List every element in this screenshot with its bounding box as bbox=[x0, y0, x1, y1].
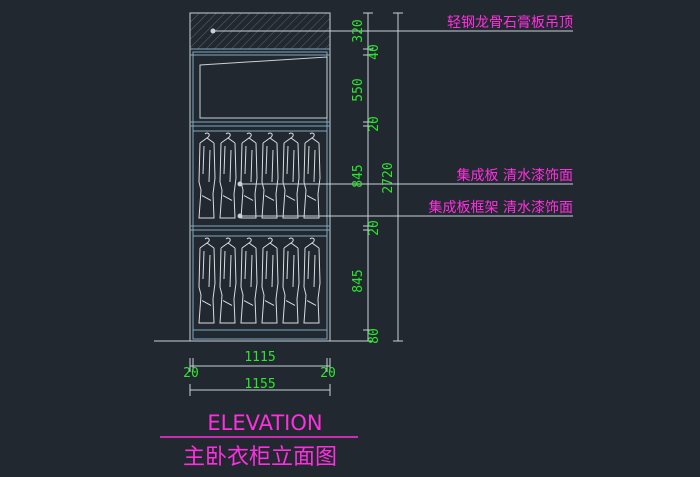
dim-side-right: 20 bbox=[320, 366, 336, 381]
garment-stroke bbox=[304, 137, 320, 144]
garment-stroke bbox=[241, 137, 257, 144]
hanging-garment bbox=[282, 237, 300, 324]
dim-845-lower: 845 bbox=[351, 269, 366, 292]
garment-stroke bbox=[246, 237, 252, 244]
garment-stroke bbox=[222, 250, 233, 306]
hanging-garment bbox=[198, 237, 216, 324]
vertical-dimension-lines bbox=[363, 12, 403, 342]
garment-stroke bbox=[198, 247, 216, 324]
garment-stroke bbox=[220, 137, 236, 144]
garment-stroke bbox=[219, 142, 237, 219]
dim-20-upper: 20 bbox=[367, 116, 382, 132]
garment-stroke bbox=[198, 142, 216, 219]
garment-stroke bbox=[201, 250, 212, 306]
garment-stroke bbox=[261, 142, 279, 219]
wardrobe-inner bbox=[192, 51, 328, 340]
garment-stroke bbox=[303, 142, 321, 219]
garment-stroke bbox=[243, 250, 254, 306]
garment-stroke bbox=[282, 142, 300, 219]
garment-stroke bbox=[204, 237, 210, 244]
dim-320: 320 bbox=[351, 19, 366, 42]
hanging-garment bbox=[240, 237, 258, 324]
dim-845-upper: 845 bbox=[351, 164, 366, 187]
garment-stroke bbox=[306, 250, 317, 306]
hanging-garment bbox=[303, 237, 321, 324]
garment-stroke bbox=[222, 145, 233, 201]
note-panel: 集成板 清水漆饰面 bbox=[457, 167, 573, 184]
upper-storage-door bbox=[199, 56, 328, 119]
garment-stroke bbox=[264, 145, 275, 201]
garment-stroke bbox=[267, 237, 273, 244]
garments-lower bbox=[198, 237, 321, 324]
garment-stroke bbox=[285, 250, 296, 306]
garment-stroke bbox=[220, 242, 236, 249]
dim-total-height: 2720 bbox=[381, 162, 396, 193]
dim-side-left: 20 bbox=[183, 366, 199, 381]
garment-stroke bbox=[285, 145, 296, 201]
shelf-bands bbox=[190, 48, 330, 331]
hanging-garment bbox=[219, 237, 237, 324]
garment-stroke bbox=[304, 242, 320, 249]
garment-stroke bbox=[240, 247, 258, 324]
garment-stroke bbox=[204, 132, 210, 139]
hanging-garment bbox=[198, 132, 216, 219]
note-ceiling: 轻钢龙骨石膏板吊顶 bbox=[447, 14, 573, 31]
garment-stroke bbox=[309, 237, 315, 244]
dim-total-width: 1155 bbox=[244, 377, 275, 392]
dim-80: 80 bbox=[367, 328, 382, 344]
dim-550: 550 bbox=[351, 78, 366, 101]
garment-stroke bbox=[199, 242, 215, 249]
garment-stroke bbox=[267, 132, 273, 139]
title-english: ELEVATION bbox=[207, 411, 322, 435]
wardrobe-outline bbox=[189, 12, 331, 342]
dim-inner-width: 1115 bbox=[244, 350, 275, 365]
garment-stroke bbox=[241, 242, 257, 249]
garment-stroke bbox=[261, 247, 279, 324]
garment-stroke bbox=[306, 145, 317, 201]
hanging-garment bbox=[240, 132, 258, 219]
horizontal-dimension-lines bbox=[189, 358, 331, 396]
garment-stroke bbox=[303, 247, 321, 324]
garment-stroke bbox=[309, 132, 315, 139]
garment-stroke bbox=[288, 237, 294, 244]
garment-stroke bbox=[240, 142, 258, 219]
garment-stroke bbox=[283, 242, 299, 249]
hanging-garment bbox=[261, 132, 279, 219]
garment-stroke bbox=[199, 137, 215, 144]
garment-stroke bbox=[219, 247, 237, 324]
garment-stroke bbox=[225, 132, 231, 139]
garment-stroke bbox=[288, 132, 294, 139]
garment-stroke bbox=[246, 132, 252, 139]
garment-stroke bbox=[243, 145, 254, 201]
garment-stroke bbox=[282, 247, 300, 324]
title-chinese: 主卧衣柜立面图 bbox=[183, 445, 337, 470]
hanging-garment bbox=[282, 132, 300, 219]
garment-stroke bbox=[201, 145, 212, 201]
leader-lines bbox=[210, 28, 573, 219]
garment-stroke bbox=[262, 137, 278, 144]
garment-stroke bbox=[225, 237, 231, 244]
dim-40: 40 bbox=[367, 44, 382, 60]
hanging-garment bbox=[261, 237, 279, 324]
garment-stroke bbox=[283, 137, 299, 144]
hanging-garment bbox=[303, 132, 321, 219]
hanging-garment bbox=[219, 132, 237, 219]
dim-20-lower: 20 bbox=[367, 220, 382, 236]
note-frame: 集成板框架 清水漆饰面 bbox=[429, 199, 573, 216]
garment-stroke bbox=[262, 242, 278, 249]
vertical-dimension-text: 320 40 550 20 845 20 845 80 2720 bbox=[351, 19, 396, 344]
garment-stroke bbox=[264, 250, 275, 306]
garments-upper bbox=[198, 132, 321, 219]
